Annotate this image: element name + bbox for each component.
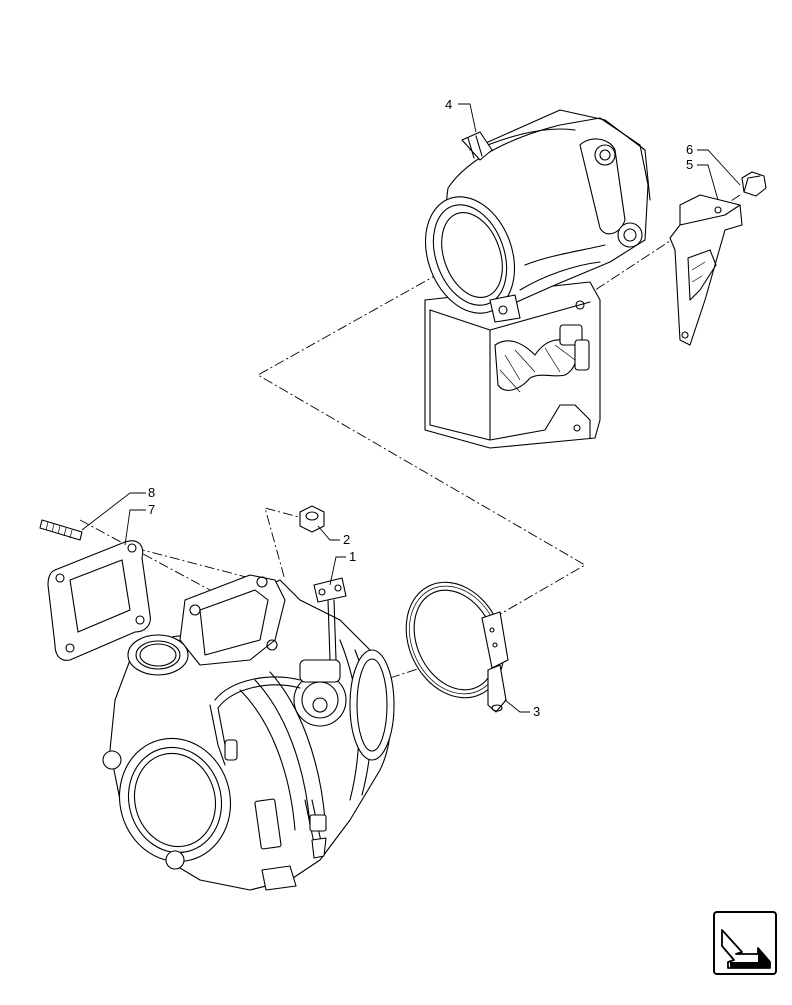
callout-5: 5	[686, 157, 693, 172]
stud-part-8	[39, 519, 83, 541]
callout-1: 1	[349, 549, 356, 564]
callout-7: 7	[148, 502, 155, 517]
assembly-centerlines	[79, 194, 741, 679]
return-arrow-icon[interactable]	[713, 911, 777, 975]
callout-3: 3	[533, 704, 540, 719]
callout-labels: 4 6 5 8 7 2 1 3	[148, 97, 693, 719]
exhaust-housing-part-4	[424, 109, 651, 449]
callout-8: 8	[148, 485, 155, 500]
callout-6: 6	[686, 142, 693, 157]
gasket-part-7	[47, 540, 151, 661]
nut-part-2	[299, 505, 325, 533]
turbocharger	[102, 574, 395, 891]
callout-leaders	[81, 103, 741, 713]
callout-2: 2	[343, 532, 350, 547]
bracket-part-5	[669, 194, 743, 346]
callout-4: 4	[445, 97, 452, 112]
bolt-part-6	[741, 171, 767, 197]
vband-clamp-part-3	[405, 581, 509, 713]
